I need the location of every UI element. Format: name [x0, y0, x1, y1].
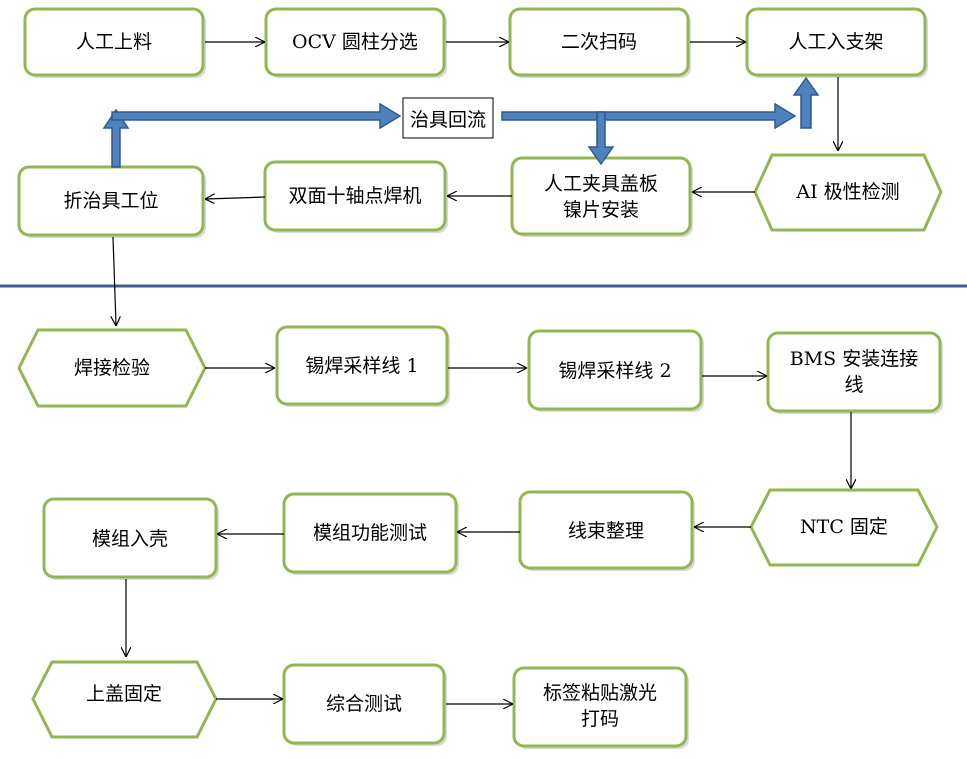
node-top-cover-fixing: 上盖固定: [31, 660, 218, 739]
node-label: 综合测试: [326, 693, 402, 715]
node-label: 人工上料: [76, 31, 152, 53]
arrow-n7-n8: [206, 197, 266, 199]
return-flow-tag: 治具回流: [402, 97, 494, 139]
node-second-scan: 二次扫码: [508, 7, 691, 78]
node-label: 焊接检验: [74, 357, 150, 379]
node-label: 锡焊采样线 1: [305, 355, 418, 377]
node-label: 二次扫码: [561, 31, 637, 53]
node-label: 人工入支架: [788, 31, 883, 53]
node-label: 锡焊采样线 2: [558, 360, 671, 382]
node-label: NTC 固定: [800, 516, 888, 538]
node-label: AI 极性检测: [795, 181, 899, 203]
node-spot-welder: 双面十轴点焊机: [263, 160, 448, 233]
node-label-line1: BMS 安装连接: [790, 348, 918, 370]
node-label-line2: 镍片安装: [563, 199, 639, 221]
node-solder-sampling-2: 锡焊采样线 2: [527, 329, 704, 412]
node-label-line2: 打码: [581, 708, 619, 730]
node-label: 折治具工位: [63, 190, 158, 212]
node-label-laser-marking: 标签粘贴激光 打码: [512, 666, 689, 749]
node-label: 模组功能测试: [313, 522, 427, 544]
node-comprehensive-test: 综合测试: [282, 663, 447, 746]
node-manual-bracket: 人工入支架: [745, 7, 928, 78]
node-bms-install: BMS 安装连接 线: [766, 331, 943, 414]
node-ai-polarity-check: AI 极性检测: [753, 153, 943, 232]
node-label: OCV 圆柱分选: [292, 31, 418, 53]
node-ntc-fixing: NTC 固定: [749, 488, 939, 567]
node-label-line1: 人工夹具盖板: [544, 173, 658, 195]
node-label-line1: 标签粘贴激光: [543, 682, 657, 704]
node-harness-arrangement: 线束整理: [518, 490, 695, 571]
node-manual-loading: 人工上料: [23, 7, 206, 78]
node-fixture-nickel-install: 人工夹具盖板 镍片安装: [510, 156, 693, 237]
node-label: 线束整理: [568, 520, 644, 542]
node-fixture-folding: 折治具工位: [17, 165, 206, 238]
node-label: 上盖固定: [86, 683, 162, 705]
fixture-return-flow: [102, 76, 820, 168]
node-module-function-test: 模组功能测试: [282, 492, 459, 575]
node-weld-inspection: 焊接检验: [17, 328, 207, 408]
node-module-casing: 模组入壳: [42, 497, 219, 580]
node-ocv-sorting: OCV 圆柱分选: [264, 7, 447, 78]
return-flow-label: 治具回流: [410, 109, 486, 131]
node-label-line2: 线: [844, 374, 863, 396]
node-solder-sampling-1: 锡焊采样线 1: [275, 325, 450, 407]
node-label: 双面十轴点焊机: [288, 185, 421, 207]
node-label: 模组入壳: [92, 528, 168, 550]
arrow-n8-n9: [113, 236, 116, 325]
